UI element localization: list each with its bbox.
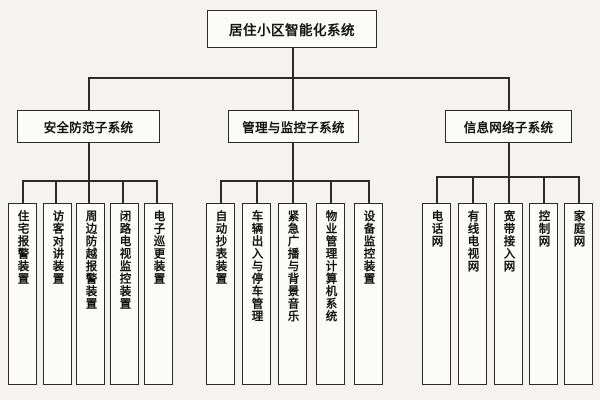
leaf-node[interactable]: 物业管理计算机系统 [316, 203, 345, 385]
leaf-node-label: 宽带接入网 [502, 210, 517, 273]
connector-branch-0-stem [88, 143, 90, 181]
leaf-node[interactable]: 电话网 [422, 203, 451, 385]
connector-leaf-0-1 [55, 180, 57, 203]
connector-leaf-0-3 [122, 180, 124, 203]
leaf-node[interactable]: 住宅报警装置 [8, 203, 37, 385]
leaf-node-label: 车辆出入与停车管理 [250, 210, 265, 323]
leaf-node[interactable]: 自动抄表装置 [206, 203, 235, 385]
root-node-label: 居住小区智能化系统 [229, 23, 355, 39]
branch-node-security-label: 安全防范子系统 [43, 120, 134, 135]
root-node[interactable]: 居住小区智能化系统 [207, 10, 377, 48]
connector-branch-1-stem [292, 143, 294, 181]
leaf-node[interactable]: 家庭网 [564, 203, 593, 385]
connector-leaf-1-4 [368, 180, 370, 203]
connector-leaf-2-3 [543, 176, 545, 203]
leaf-node[interactable]: 周边防越报警装置 [76, 203, 105, 385]
leaf-node-label: 住宅报警装置 [16, 210, 31, 285]
leaf-node-label: 周边防越报警装置 [84, 210, 99, 310]
connector-branch-2-stem [508, 143, 510, 177]
leaf-node-label: 闭路电视监控装置 [118, 210, 133, 310]
branch-node-security[interactable]: 安全防范子系统 [17, 110, 160, 143]
leaf-node[interactable]: 控制网 [529, 203, 558, 385]
connector-level2-bus [88, 77, 509, 79]
leaf-node-label: 紧急广播与背景音乐 [286, 210, 301, 323]
connector-leaf-1-1 [256, 180, 258, 203]
leaf-node[interactable]: 访客对讲装置 [43, 203, 72, 385]
connector-leaf-1-2 [292, 180, 294, 203]
leaf-node-label: 访客对讲装置 [51, 210, 66, 285]
branch-node-network[interactable]: 信息网络子系统 [445, 110, 572, 143]
leaf-node[interactable]: 紧急广播与背景音乐 [278, 203, 307, 385]
branch-node-network-label: 信息网络子系统 [463, 120, 554, 135]
leaf-node-label: 电话网 [430, 210, 445, 248]
leaf-node[interactable]: 电子巡更装置 [144, 203, 173, 385]
leaf-node[interactable]: 有线电视网 [458, 203, 487, 385]
connector-leaf-1-3 [330, 180, 332, 203]
leaf-node[interactable]: 设备监控装置 [354, 203, 383, 385]
leaf-node-label: 自动抄表装置 [214, 210, 229, 285]
leaf-node-label: 有线电视网 [466, 210, 481, 273]
leaf-node[interactable]: 闭路电视监控装置 [110, 203, 139, 385]
connector-root-drop [292, 48, 294, 78]
connector-branch-0-drop [88, 77, 90, 110]
branch-node-management[interactable]: 管理与监控子系统 [228, 110, 359, 143]
leaf-node-label: 家庭网 [572, 210, 587, 248]
leaf-node[interactable]: 车辆出入与停车管理 [242, 203, 271, 385]
connector-leaf-2-4 [578, 176, 580, 203]
connector-leaf-2-0 [436, 176, 438, 203]
connector-branch-2-bus [436, 176, 578, 178]
leaf-node-label: 电子巡更装置 [152, 210, 167, 285]
leaf-node[interactable]: 宽带接入网 [494, 203, 523, 385]
leaf-node-label: 物业管理计算机系统 [324, 210, 339, 323]
connector-branch-2-drop [508, 77, 510, 110]
connector-leaf-0-2 [88, 180, 90, 203]
connector-leaf-2-2 [508, 176, 510, 203]
connector-leaf-0-4 [156, 180, 158, 203]
connector-leaf-0-0 [22, 180, 24, 203]
connector-leaf-2-1 [472, 176, 474, 203]
connector-leaf-1-0 [220, 180, 222, 203]
leaf-node-label: 控制网 [537, 210, 552, 248]
connector-branch-1-drop [292, 77, 294, 110]
branch-node-management-label: 管理与监控子系统 [242, 120, 345, 135]
leaf-node-label: 设备监控装置 [362, 210, 377, 285]
connector-branch-1-bus [220, 180, 368, 182]
